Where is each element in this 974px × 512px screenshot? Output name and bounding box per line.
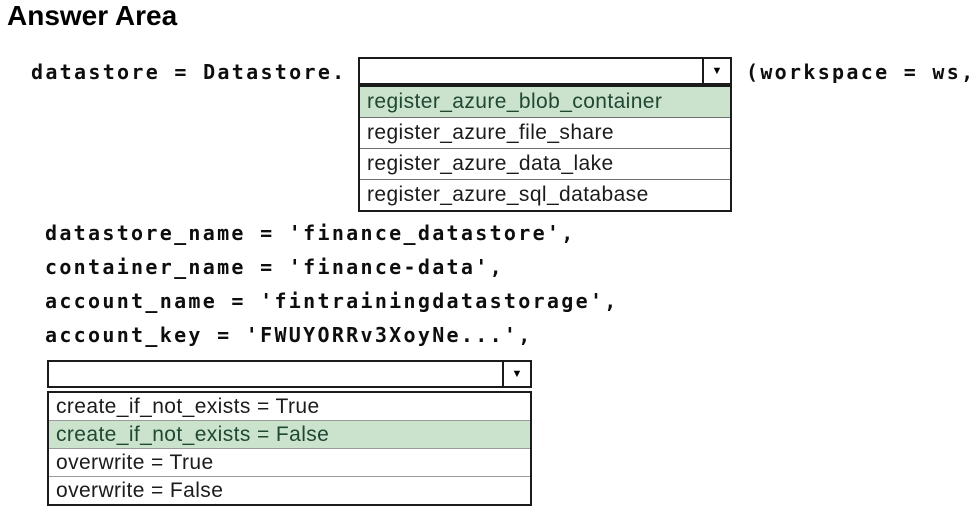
- parameter-dropdown-field[interactable]: [49, 362, 502, 386]
- code-line-account-key: account_key = 'FWUYORRv3XoyNe...',: [45, 323, 533, 347]
- parameter-dropdown[interactable]: ▼: [47, 360, 532, 388]
- option-register-azure-blob-container[interactable]: register_azure_blob_container: [360, 87, 730, 117]
- option-register-azure-data-lake[interactable]: register_azure_data_lake: [360, 148, 730, 179]
- datastore-method-dropdown-field[interactable]: [360, 59, 702, 83]
- option-create-if-not-exists-true[interactable]: create_if_not_exists = True: [56, 394, 320, 418]
- page-title: Answer Area: [7, 0, 178, 31]
- code-line-datastore-name: datastore_name = 'finance_datastore',: [45, 221, 576, 245]
- dropdown-arrow-icon[interactable]: ▼: [702, 59, 730, 83]
- option-overwrite-false[interactable]: overwrite = False: [49, 476, 530, 504]
- datastore-method-options-list: register_azure_blob_container register_a…: [358, 85, 732, 212]
- code-line-datastore-assignment: datastore = Datastore.: [31, 60, 347, 84]
- code-line-account-name: account_name = 'fintrainingdatastorage',: [45, 289, 619, 313]
- option-register-azure-sql-database[interactable]: register_azure_sql_database: [360, 179, 730, 210]
- code-line-container-name: container_name = 'finance-data',: [45, 255, 504, 279]
- dropdown-arrow-icon[interactable]: ▼: [502, 362, 530, 386]
- code-line-workspace-arg: (workspace = ws,: [746, 60, 974, 84]
- parameter-options-list: create_if_not_exists = True create_if_no…: [47, 391, 532, 506]
- option-overwrite-true[interactable]: overwrite = True: [49, 448, 530, 476]
- option-create-if-not-exists-false[interactable]: create_if_not_exists = False: [49, 420, 530, 448]
- option-register-azure-file-share[interactable]: register_azure_file_share: [360, 117, 730, 148]
- datastore-method-dropdown[interactable]: ▼: [358, 57, 732, 85]
